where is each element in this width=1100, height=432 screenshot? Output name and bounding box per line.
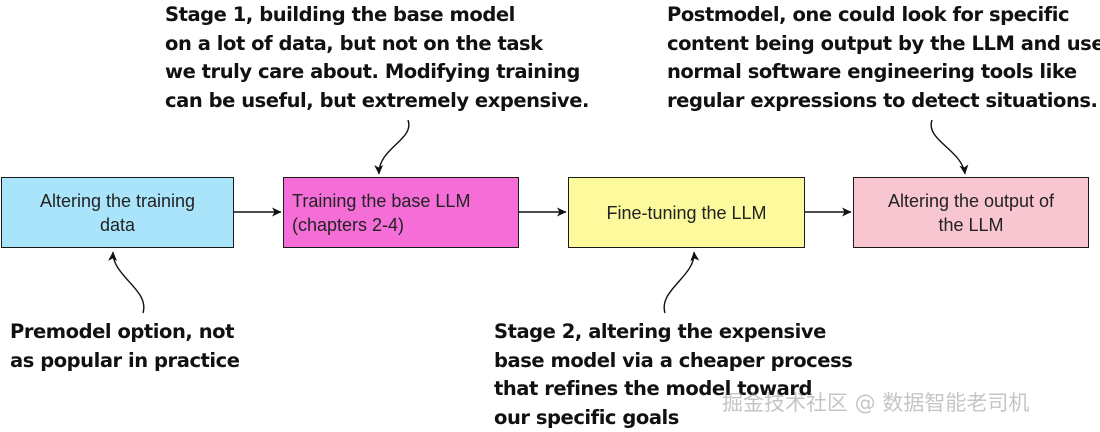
fine-tuning-llm-box: Fine-tuning the LLM <box>568 177 805 248</box>
altering-output-line2: the LLM <box>938 214 1004 235</box>
altering-output-line1: Altering the output of <box>887 190 1055 211</box>
premodel-annotation-line: as popular in practice <box>10 348 240 372</box>
stage1-annotation-line: we truly care about. Modifying training <box>165 60 580 83</box>
premodel-annotation: Premodel option, not as popular in pract… <box>10 318 240 375</box>
postmodel-annotation-line: content being output by the LLM and use <box>667 31 1100 55</box>
training-base-llm-box: Training the base LLM (chapters 2-4) <box>283 177 519 248</box>
altering-training-data-line1: Altering the training <box>39 190 196 211</box>
altering-output-box: Altering the output of the LLM <box>853 177 1089 248</box>
callout-arrow-stage2 <box>663 251 700 314</box>
postmodel-annotation: Postmodel, one could look for specific c… <box>667 1 1100 115</box>
fine-tuning-llm-label: Fine-tuning the LLM <box>606 202 767 223</box>
stage1-annotation-line: on a lot of data, but not on the task <box>165 31 543 55</box>
stage2-annotation: Stage 2, altering the expensive base mod… <box>494 318 853 432</box>
stage1-annotation: Stage 1, building the base model on a lo… <box>165 1 589 115</box>
altering-training-data-box: Altering the training data <box>1 177 234 248</box>
stage2-annotation-line: Stage 2, altering the expensive <box>494 320 826 343</box>
stage2-annotation-line: that refines the model toward <box>494 377 812 400</box>
stage2-annotation-line: our specific goals <box>494 405 679 429</box>
altering-training-data-line2: data <box>99 214 136 235</box>
training-base-llm-line1: Training the base LLM <box>292 190 471 211</box>
stage1-annotation-line: Stage 1, building the base model <box>165 3 515 26</box>
callout-arrow-postmodel <box>930 119 969 175</box>
stage1-annotation-line: can be useful, but extremely expensive. <box>165 88 589 112</box>
watermark-text: 掘金技术社区 @ 数据智能老司机 <box>722 391 1030 415</box>
stage2-annotation-line: base model via a cheaper process <box>494 348 853 372</box>
training-base-llm-line2: (chapters 2-4) <box>292 214 405 235</box>
callout-arrow-stage1 <box>374 119 410 175</box>
postmodel-annotation-line: normal software engineering tools like <box>667 60 1077 83</box>
postmodel-annotation-line: Postmodel, one could look for specific <box>667 3 1070 26</box>
premodel-annotation-line: Premodel option, not <box>10 320 234 343</box>
callout-arrow-premodel <box>108 251 145 314</box>
postmodel-annotation-line: regular expressions to detect situations… <box>667 88 1098 112</box>
